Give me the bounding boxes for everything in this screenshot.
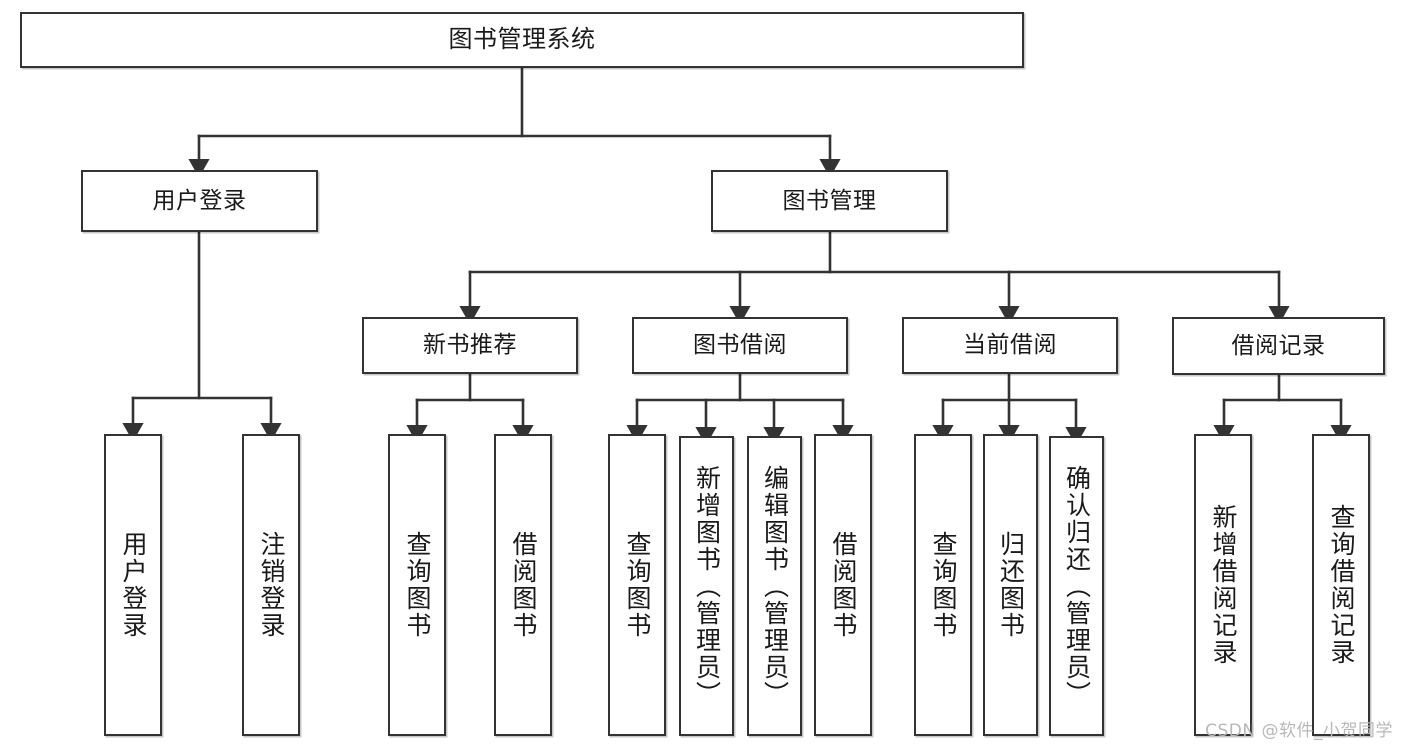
leaf-query-book-current[interactable]: 查询图书 xyxy=(914,434,972,736)
node-label: 查询图书 xyxy=(403,531,432,639)
node-label: 归还图书 xyxy=(996,531,1026,639)
node-label: 确认归还（管理员） xyxy=(1062,464,1092,708)
leaf-edit-book-admin[interactable]: 编辑图书（管理员） xyxy=(747,436,802,736)
node-new-book-recommend[interactable]: 新书推荐 xyxy=(362,317,578,374)
node-label: 图书管理系统 xyxy=(448,25,596,54)
node-root-book-management-system[interactable]: 图书管理系统 xyxy=(20,12,1024,68)
node-label: 查询借阅记录 xyxy=(1327,504,1356,666)
node-label: 用户登录 xyxy=(152,187,247,214)
node-borrow-record[interactable]: 借阅记录 xyxy=(1172,317,1385,375)
leaf-borrow-book-recommend[interactable]: 借阅图书 xyxy=(494,434,552,736)
leaf-user-logout[interactable]: 注销登录 xyxy=(242,434,300,736)
leaf-query-book-borrow[interactable]: 查询图书 xyxy=(608,434,666,736)
node-book-borrow[interactable]: 图书借阅 xyxy=(632,317,848,374)
node-label: 当前借阅 xyxy=(963,332,1057,359)
node-label: 新增借阅记录 xyxy=(1209,504,1238,666)
leaf-borrow-book-borrow[interactable]: 借阅图书 xyxy=(814,434,872,736)
node-user-login[interactable]: 用户登录 xyxy=(81,170,318,232)
leaf-confirm-return-admin[interactable]: 确认归还（管理员） xyxy=(1049,436,1104,736)
node-label: 查询图书 xyxy=(929,531,958,639)
node-label: 借阅图书 xyxy=(509,531,538,639)
node-label: 查询图书 xyxy=(623,531,652,639)
node-label: 编辑图书（管理员） xyxy=(760,464,790,708)
leaf-query-borrow-record[interactable]: 查询借阅记录 xyxy=(1312,434,1370,736)
leaf-add-book-admin[interactable]: 新增图书（管理员） xyxy=(679,436,734,736)
csdn-watermark: CSDN @软件_小贺同学 xyxy=(1205,721,1393,741)
node-label: 图书管理 xyxy=(782,187,877,214)
node-label: 新增图书（管理员） xyxy=(692,464,722,708)
leaf-query-book-recommend[interactable]: 查询图书 xyxy=(388,434,446,736)
node-label: 用户登录 xyxy=(119,531,148,639)
node-label: 借阅图书 xyxy=(829,531,858,639)
node-book-management[interactable]: 图书管理 xyxy=(711,170,948,232)
node-label: 新书推荐 xyxy=(423,332,517,359)
node-current-borrow[interactable]: 当前借阅 xyxy=(902,317,1118,374)
node-label: 注销登录 xyxy=(257,531,286,639)
node-label: 借阅记录 xyxy=(1231,332,1326,359)
leaf-add-borrow-record[interactable]: 新增借阅记录 xyxy=(1194,434,1252,736)
leaf-user-login[interactable]: 用户登录 xyxy=(104,434,162,736)
leaf-return-book[interactable]: 归还图书 xyxy=(983,434,1038,736)
node-label: 图书借阅 xyxy=(693,332,787,359)
